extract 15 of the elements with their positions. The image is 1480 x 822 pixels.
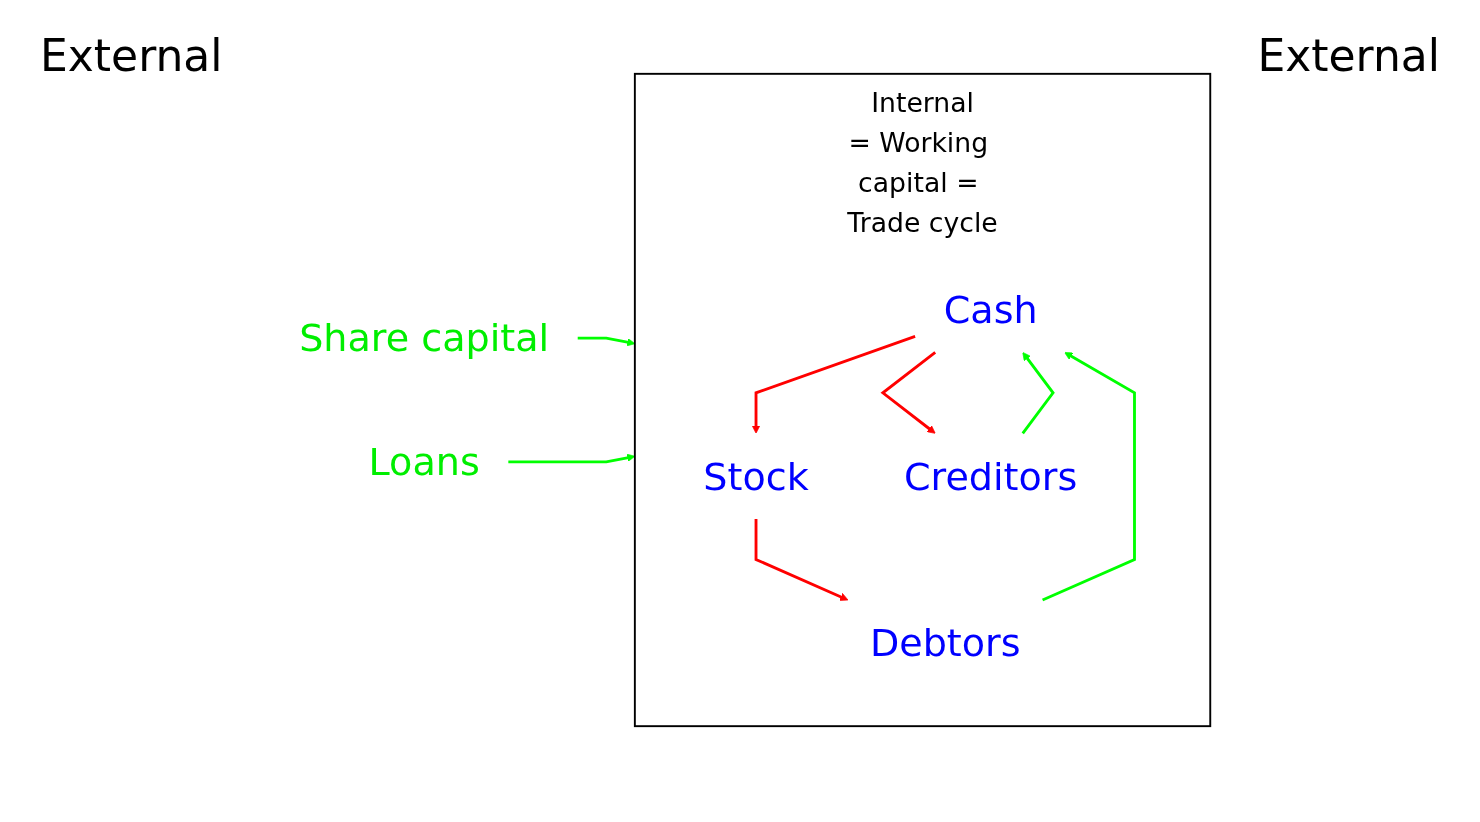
node-text: Share capital: [298, 316, 549, 360]
arrow: [507, 453, 635, 464]
arrow: [751, 335, 916, 434]
arrow: [577, 336, 635, 347]
arrow: [1041, 352, 1136, 602]
node-text: Creditors: [903, 454, 1077, 499]
side-label: External: [1256, 29, 1441, 83]
node-text: Cash: [943, 287, 1038, 332]
node-text: Stock: [702, 454, 809, 499]
side-label: External: [39, 29, 224, 83]
arrow: [754, 519, 848, 601]
node-text: Loans: [368, 440, 480, 484]
arrow: [880, 351, 936, 434]
node-text: Debtors: [869, 620, 1021, 665]
arrow: [1021, 352, 1055, 435]
